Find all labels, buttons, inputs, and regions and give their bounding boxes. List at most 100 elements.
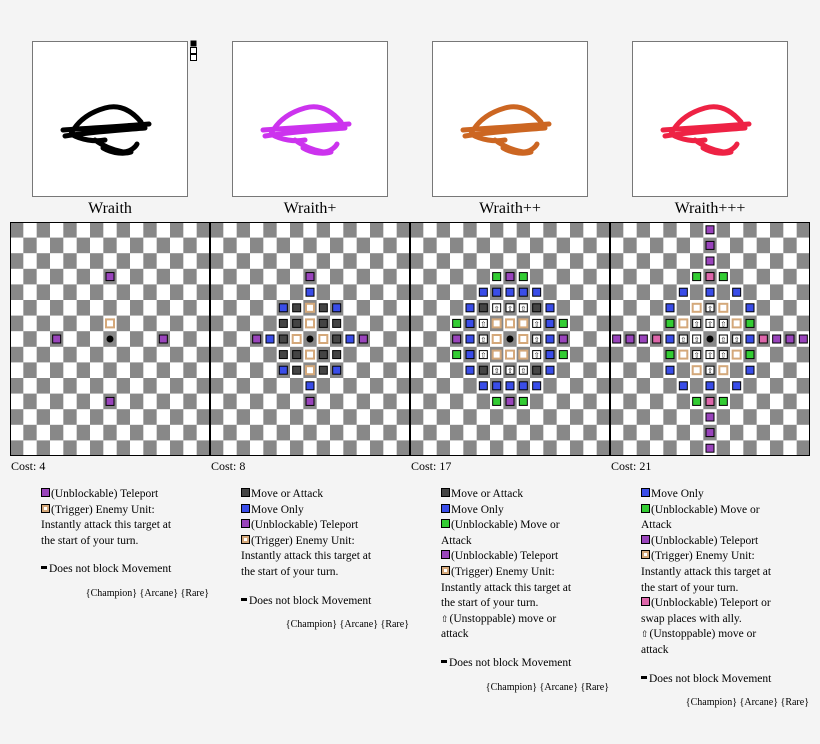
board-square: [636, 424, 651, 441]
board-square: [143, 300, 157, 316]
board-square: [743, 440, 757, 456]
board-square: [370, 268, 384, 285]
board-square: [743, 378, 757, 394]
note-text: Does not block Movement: [49, 563, 172, 576]
green-move-marker: [665, 350, 675, 360]
board-square: [130, 315, 144, 332]
board-square: [76, 378, 91, 394]
board-square: [50, 268, 64, 285]
board-square: [130, 409, 144, 426]
board-square: [676, 222, 691, 238]
board-square: [10, 331, 24, 348]
board-square: [636, 378, 651, 394]
trigger-key-icon: [241, 534, 250, 544]
board-square: [463, 409, 477, 426]
board-square: [276, 222, 291, 238]
purple-move-marker: [505, 272, 515, 282]
unstoppable-marker-glyph: ⇧: [694, 336, 700, 344]
board-square: [90, 300, 104, 316]
board-square: [423, 362, 437, 379]
unstop-move-marker: [705, 365, 715, 375]
board-square: [263, 315, 277, 332]
board-square: [343, 237, 357, 254]
board-square: [103, 378, 117, 394]
board-square: [130, 268, 144, 285]
board-square: [623, 440, 637, 456]
board-square: [316, 237, 331, 254]
board-square: [143, 378, 157, 394]
movement-board: ⇧⇧⇧⇧⇧⇧⇧⇧⇧⇧⇧⇧: [610, 222, 810, 456]
board-square: [716, 284, 731, 301]
unstop-move-marker: [705, 318, 715, 328]
board-square: [676, 237, 691, 254]
blue-move-marker: [265, 334, 275, 344]
board-square: [370, 362, 384, 379]
card-art: [632, 41, 788, 197]
board-square: [156, 253, 171, 270]
card-cost: Cost: 17: [411, 459, 452, 473]
legend-note: Does not block Movement: [441, 656, 581, 672]
blue-move-marker: [345, 334, 355, 344]
board-square: [623, 268, 637, 285]
unstop-move-marker: [532, 334, 542, 344]
card-tags: {Champion} {Arcane} {Rare}: [685, 697, 809, 709]
board-square: [156, 300, 171, 316]
board-square: [236, 284, 251, 301]
legend-item: (Unblockable) Teleport: [241, 518, 381, 534]
board-square: [10, 393, 24, 410]
board-square: [343, 315, 357, 332]
trigger-move-marker: [518, 318, 529, 329]
board-square: [63, 237, 77, 254]
blue-move-marker: [745, 303, 755, 313]
legend-item: (Unblockable) Teleport: [41, 487, 181, 503]
board-square: [756, 222, 771, 238]
board-square: [756, 315, 771, 332]
board-square: [770, 362, 784, 379]
board-square: [623, 424, 637, 441]
board-square: [756, 253, 771, 270]
board-square: [476, 237, 491, 254]
board-square: [170, 253, 184, 270]
unit-position-marker: [506, 335, 514, 343]
board-square: [76, 268, 91, 285]
board-square: [756, 237, 771, 254]
board-square: [223, 222, 237, 238]
board-square: [330, 393, 344, 410]
board-square: [676, 393, 691, 410]
green-move-marker: [452, 318, 462, 328]
board-square: [423, 253, 437, 270]
board-square: [410, 237, 424, 254]
board-square: [90, 424, 104, 441]
legend-text: (Trigger) Enemy Unit: Instantly attack t…: [241, 534, 372, 578]
purple-move-marker: [505, 396, 515, 406]
green-move-marker: [492, 396, 502, 406]
board-square: [116, 253, 131, 270]
board-square: [330, 440, 344, 456]
unstop-move-marker: [705, 303, 715, 313]
board-square: [130, 300, 144, 316]
board-square: [396, 440, 410, 456]
board-square: [410, 268, 424, 285]
board-square: [10, 284, 24, 301]
board-square: [103, 362, 117, 379]
movement-board: [10, 222, 210, 456]
board-square: [410, 409, 424, 426]
wraith-sketch-icon: [260, 104, 352, 156]
board-square: [223, 440, 237, 456]
board-square: [636, 362, 651, 379]
board-square: [690, 378, 704, 394]
legend-item: (Unblockable) Move or Attack: [641, 503, 781, 534]
board-square: [623, 362, 637, 379]
board-square: [63, 346, 77, 363]
board-square: [316, 424, 331, 441]
board-square: [436, 222, 451, 238]
unit-position-marker: [106, 335, 114, 343]
board-square: [770, 424, 784, 441]
board-square: [343, 253, 357, 270]
gray-move-marker: [532, 303, 542, 313]
card-title: Wraith+: [283, 200, 337, 217]
board-square: [76, 237, 91, 254]
board-square: [116, 300, 131, 316]
board-square: [410, 424, 424, 441]
blue-move-marker: [532, 381, 542, 391]
